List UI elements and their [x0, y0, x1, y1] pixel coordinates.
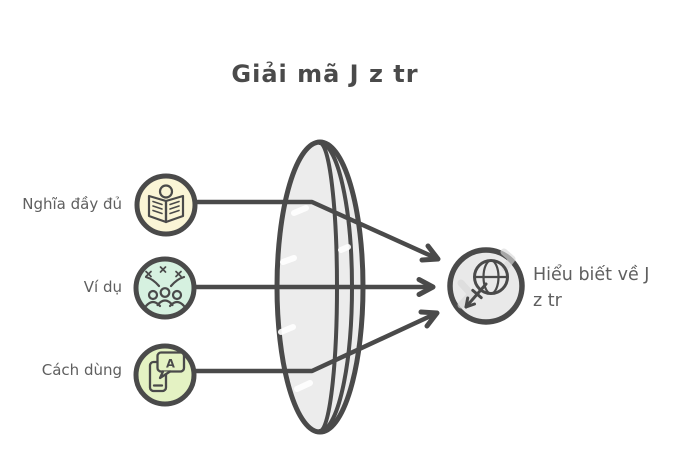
arrowhead-middle — [416, 277, 436, 297]
node-examples — [133, 256, 197, 320]
node-full-meaning — [134, 173, 198, 237]
diagram-title: Giải mã J z tr — [231, 60, 419, 88]
connector-line-top — [192, 199, 441, 262]
reading-book-icon — [147, 184, 185, 224]
result-node-decor — [457, 248, 516, 309]
node-result — [447, 247, 525, 325]
label-result: Hiểu biết về J z tr — [533, 262, 683, 314]
phone-chat-icon: A — [148, 351, 186, 393]
node-usage: A — [133, 343, 197, 407]
label-full-meaning: Nghĩa đầy đủ — [22, 195, 122, 213]
chat-bubble-letter: A — [166, 357, 175, 371]
audience-people-icon — [144, 266, 186, 308]
arrowhead-bottom — [418, 309, 440, 329]
arrowhead-top — [419, 243, 441, 263]
globe-arrow-icon — [464, 259, 509, 309]
connector-line-bottom — [192, 310, 440, 374]
label-result-line1: Hiểu biết về J — [533, 265, 650, 285]
lens-highlights — [278, 205, 351, 392]
label-examples: Ví dụ — [83, 278, 122, 296]
label-result-line2: z tr — [533, 291, 562, 311]
label-usage: Cách dùng — [41, 361, 122, 379]
